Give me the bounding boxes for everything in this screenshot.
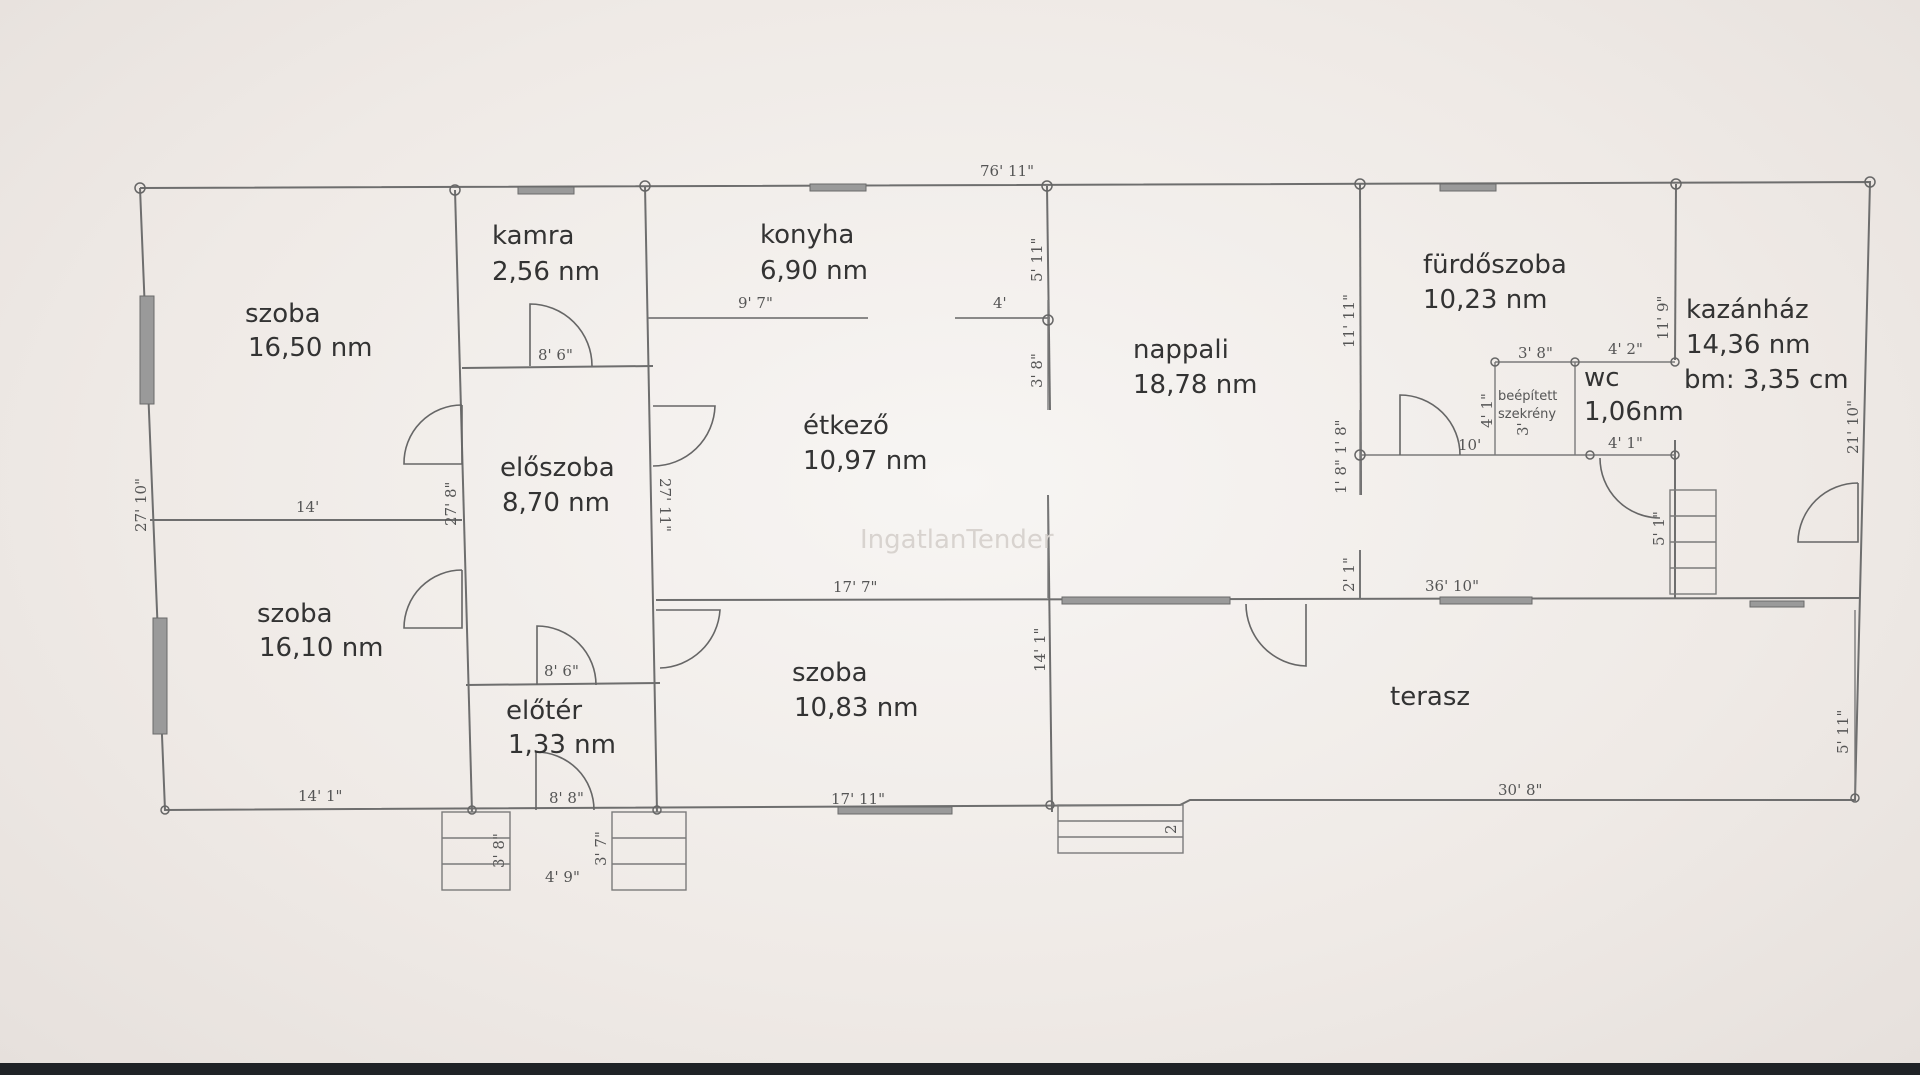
- room-eloter-area: 1,33 nm: [508, 730, 616, 760]
- room-wc-area: 1,06nm: [1584, 397, 1684, 427]
- dim-wc-41: 4' 1": [1608, 434, 1643, 452]
- windows: [139, 183, 1805, 815]
- dim-wc-38: 3' 8": [1518, 344, 1553, 362]
- room-kamra-name: kamra: [492, 221, 574, 251]
- dim-bottom-308: 30' 8": [1498, 781, 1542, 799]
- dim-mid-141: 14' 1": [1031, 628, 1049, 672]
- doors: [403, 303, 1859, 811]
- room-wc-name: wc: [1584, 363, 1620, 393]
- room-kamra-area: 2,56 nm: [492, 257, 600, 287]
- dim-mid-177: 17' 7": [833, 578, 877, 596]
- dim-wc-41-vertical: 4' 1": [1478, 393, 1496, 428]
- room-eloszoba-name: előszoba: [500, 453, 615, 483]
- dim-step-2: 2: [1162, 824, 1180, 834]
- dim-bottom-141: 14' 1": [298, 787, 342, 805]
- wall-nodes: [134, 176, 1876, 815]
- dim-wc-3: 3': [1514, 422, 1532, 436]
- room-etkezo-area: 10,97 nm: [803, 446, 928, 476]
- dim-furdo-18: 1' 8" 1' 8": [1332, 419, 1350, 494]
- room-kazanhaz-extra: bm: 3,35 cm: [1684, 365, 1849, 395]
- room-beepitett-name2: szekrény: [1498, 407, 1556, 422]
- room-szoba-3-area: 10,83 nm: [794, 693, 919, 723]
- room-konyha-area: 6,90 nm: [760, 256, 868, 286]
- dim-etkezo-height: 27' 11": [656, 478, 674, 532]
- room-labels: szoba 16,50 nm kamra 2,56 nm konyha 6,90…: [245, 220, 1849, 760]
- dim-right-511: 5' 11": [1834, 710, 1852, 754]
- dim-steps-37: 3' 7": [592, 831, 610, 866]
- dim-terasz-3610: 36' 10": [1425, 577, 1479, 595]
- dim-eloter-door: 8' 8": [549, 789, 584, 807]
- room-terasz-name: terasz: [1390, 682, 1470, 712]
- room-nappali-area: 18,78 nm: [1133, 370, 1258, 400]
- room-beepitett-name: beépített: [1498, 389, 1557, 404]
- dim-konyha-height: 5' 11": [1028, 238, 1046, 282]
- room-szoba-1-area: 16,50 nm: [248, 333, 373, 363]
- room-szoba-3-name: szoba: [792, 658, 868, 688]
- room-eloszoba-area: 8,70 nm: [502, 488, 610, 518]
- taskbar: [0, 1063, 1920, 1075]
- dim-steps-38: 3' 8": [490, 833, 508, 868]
- dim-etkezo-38: 3' 8": [1028, 353, 1046, 388]
- dim-kazan-51: 5' 1": [1650, 511, 1668, 546]
- dim-steps-49: 4' 9": [545, 868, 580, 886]
- watermark: IngatlanTender: [860, 525, 1054, 555]
- room-etkezo-name: étkező: [803, 411, 889, 441]
- dim-wc-42: 4' 2": [1608, 340, 1643, 358]
- dim-bottom-1711: 17' 11": [831, 790, 885, 808]
- dim-kazan-119: 11' 9": [1654, 296, 1672, 340]
- dim-top-total: 76' 11": [980, 162, 1034, 180]
- dimension-lines: [648, 300, 1856, 795]
- dim-furdo-1111: 11' 11": [1340, 294, 1358, 348]
- room-eloter-name: előtér: [506, 696, 582, 726]
- dim-konyha-width: 9' 7": [738, 294, 773, 312]
- room-konyha-name: konyha: [760, 220, 854, 250]
- dim-kamra-door: 8' 6": [538, 346, 573, 364]
- dim-furdo-21: 2' 1": [1340, 557, 1358, 592]
- dim-right-2110: 21' 10": [1844, 400, 1862, 454]
- dimension-labels: 76' 11" 9' 7" 4' 5' 11" 3' 8" 8' 6" 27' …: [132, 162, 1862, 886]
- dim-left-total: 27' 10": [132, 478, 150, 532]
- dim-wc-10: 10': [1458, 436, 1481, 454]
- room-furdoszoba-area: 10,23 nm: [1423, 285, 1548, 315]
- room-szoba-2-area: 16,10 nm: [259, 633, 384, 663]
- dim-eloszoba-height: 27' 8": [442, 482, 460, 526]
- room-szoba-1-name: szoba: [245, 299, 321, 329]
- room-szoba-2-name: szoba: [257, 599, 333, 629]
- room-furdoszoba-name: fürdőszoba: [1423, 250, 1567, 280]
- room-kazanhaz-area: 14,36 nm: [1686, 330, 1811, 360]
- dim-konyha-4: 4': [993, 294, 1007, 312]
- dim-szoba-14: 14': [296, 498, 319, 516]
- room-nappali-name: nappali: [1133, 335, 1229, 365]
- dim-eloszoba-door: 8' 6": [544, 662, 579, 680]
- room-kazanhaz-name: kazánház: [1686, 295, 1809, 325]
